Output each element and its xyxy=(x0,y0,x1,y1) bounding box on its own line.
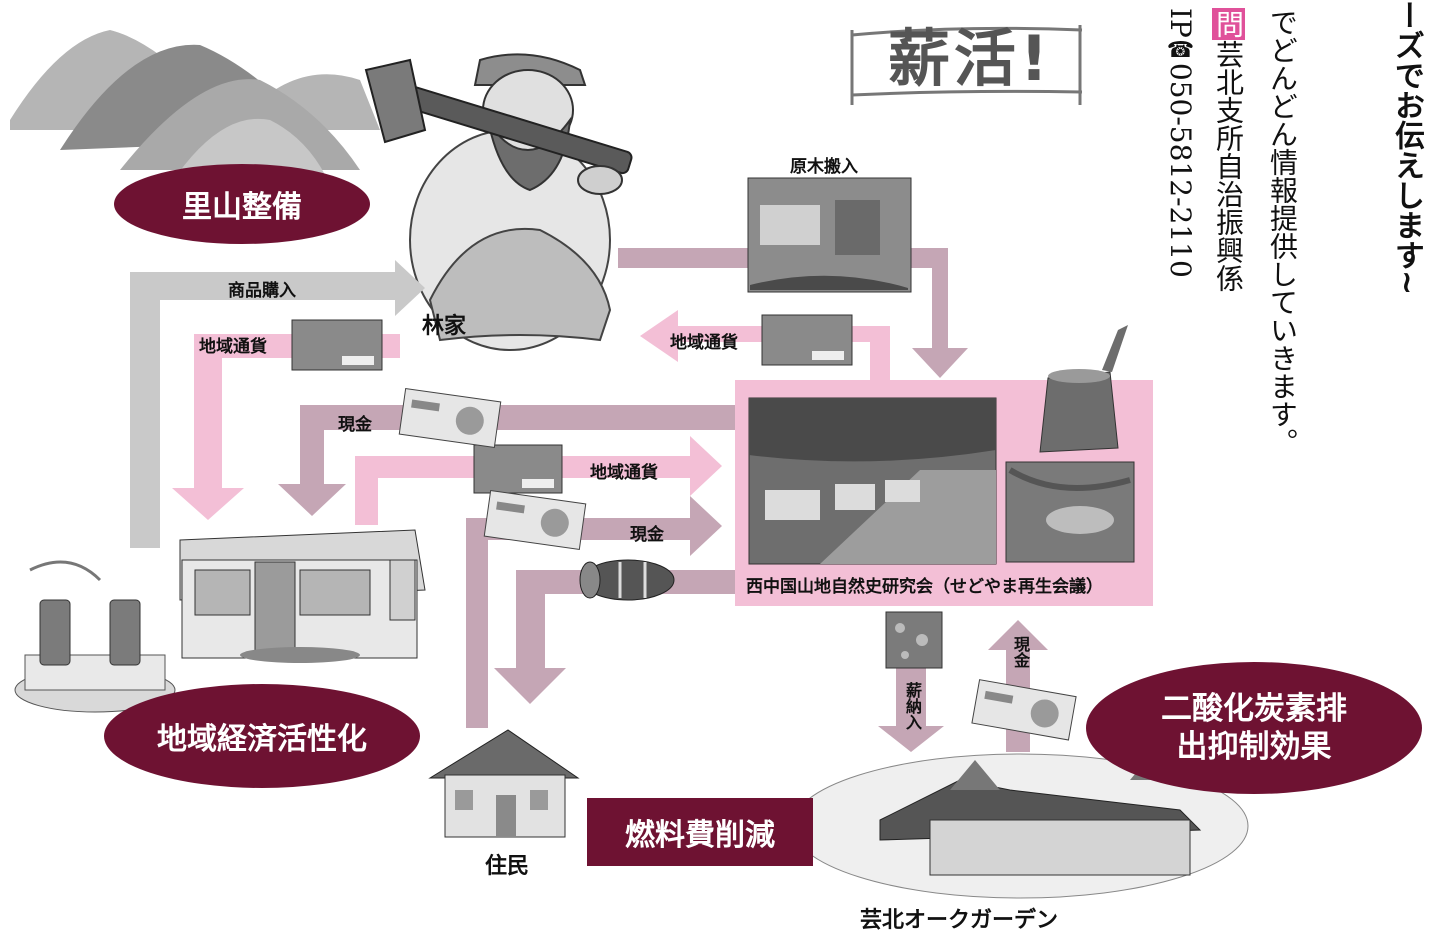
info-contact-column: 問芸北支所自治振興係 xyxy=(1212,8,1245,292)
local-currency-coupon-1 xyxy=(291,319,383,371)
benefit-co2-oval: 二酸化炭素排 出抑制効果 xyxy=(1086,662,1422,794)
info-phone-prefix: IP xyxy=(1164,8,1197,38)
benefit-satoyama-oval: 里山整備 xyxy=(114,164,370,244)
local-currency-coupon-2 xyxy=(761,314,853,366)
benefit-co2-line2: 出抑制効果 xyxy=(1176,729,1332,765)
benefit-co2-line1: 二酸化炭素排 xyxy=(1161,691,1347,727)
info-phone-column: IP☎050-5812-2110 xyxy=(1164,8,1197,278)
flow-product-purchase-label: 商品購入 xyxy=(228,281,296,301)
node-organization-label: 西中国山地自然史研究会（せどやま再生会議） xyxy=(746,577,1103,597)
node-forester-label: 林家 xyxy=(422,314,467,339)
oak-garden-illustration xyxy=(791,750,1249,899)
info-phone-number: 050-5812-2110 xyxy=(1164,62,1197,278)
arrow-log-delivery xyxy=(618,248,968,378)
gas-pump-illustration xyxy=(14,560,176,713)
info-contact-office: 芸北支所自治振興係 xyxy=(1212,40,1245,292)
arrow-firewood-to-facility xyxy=(878,612,944,752)
local-currency-coupon-3 xyxy=(473,444,563,494)
node-facility-label: 芸北オークガーデン xyxy=(860,908,1059,933)
flow-firewood-delivery-label: 薪納入 xyxy=(903,682,922,730)
banknote-3 xyxy=(971,679,1077,741)
flow-cash-3-label: 現金 xyxy=(1011,636,1030,668)
logo-text: 薪活! xyxy=(887,22,1053,95)
phone-icon: ☎ xyxy=(1168,37,1193,63)
flow-local-currency-3-label: 地域通貨 xyxy=(590,463,658,483)
firewood-chips-photo xyxy=(885,611,943,669)
benefit-regional-economy-oval: 地域経済活性化 xyxy=(104,684,420,788)
info-line1: でどんどん情報提供していきます。 xyxy=(1266,8,1299,456)
mountains-illustration xyxy=(10,30,380,185)
arrow-cash-to-shop xyxy=(278,405,735,516)
flow-log-delivery-label: 原木搬入 xyxy=(790,157,858,177)
house-illustration xyxy=(428,729,580,838)
photo-log-delivery xyxy=(747,177,912,293)
benefit-fuel-cost-box: 燃料費削減 xyxy=(587,798,813,866)
inquiry-icon: 問 xyxy=(1212,8,1245,40)
info-header-fragment: ーズでお伝えします~ xyxy=(1389,0,1424,296)
forester-illustration xyxy=(364,53,633,351)
arrow-product-purchase xyxy=(130,260,425,548)
photo-org-logs xyxy=(1005,461,1135,563)
arrow-local-currency-to-org xyxy=(355,436,722,525)
flow-cash-2-label: 現金 xyxy=(630,525,664,545)
flow-cash-1-label: 現金 xyxy=(338,415,372,435)
flow-local-currency-1-label: 地域通貨 xyxy=(199,337,267,357)
banknote-1 xyxy=(398,387,502,449)
arrow-firewood-to-residents xyxy=(494,570,735,704)
photo-org-trucks xyxy=(748,397,997,565)
firewood-bundle-icon xyxy=(579,559,675,601)
banknote-2 xyxy=(483,489,587,551)
logo-frame xyxy=(850,25,1083,105)
shop-illustration xyxy=(179,529,426,663)
tree-stump-icon xyxy=(1039,325,1128,453)
node-residents-label: 住民 xyxy=(485,854,530,879)
flow-local-currency-2-label: 地域通貨 xyxy=(670,333,738,353)
